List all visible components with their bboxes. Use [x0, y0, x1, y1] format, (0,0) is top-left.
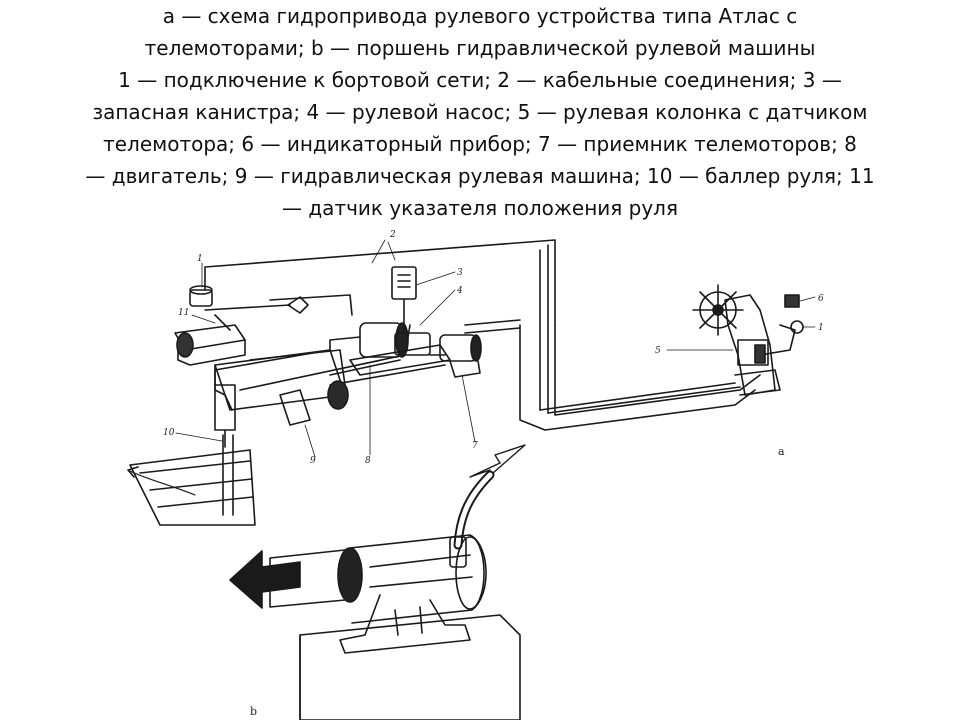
label-4: 4: [456, 286, 463, 296]
part-labels: 1 2 3 4 11 5 6 1 9 8 7 10 a b: [163, 230, 824, 718]
label-11: 11: [178, 308, 189, 318]
direction-arrow-hollow: [469, 444, 526, 481]
steering-column: [692, 284, 804, 396]
panel-label-a: a: [778, 445, 785, 458]
label-6: 6: [818, 294, 824, 304]
label-1-top: 1: [197, 254, 203, 264]
hydraulic-ram: [269, 470, 521, 720]
caption-line: 1 — подключение к бортовой сети; 2 — каб…: [118, 68, 842, 92]
caption-line: телемоторами; b — поршень гидравлической…: [144, 36, 816, 60]
label-9: 9: [310, 456, 316, 466]
label-10: 10: [163, 428, 175, 438]
figure-caption: a — схема гидропривода рулевого устройст…: [40, 0, 920, 224]
panel-label-b: b: [250, 705, 257, 718]
telemotor-receiver: [429, 334, 482, 378]
leader-lines: [175, 239, 816, 458]
caption-line: телемотора; 6 — индикаторный прибор; 7 —…: [103, 132, 857, 156]
caption-line: a — схема гидропривода рулевого устройст…: [162, 4, 798, 28]
label-7: 7: [472, 441, 478, 451]
label-8: 8: [365, 456, 371, 466]
label-2: 2: [389, 230, 396, 240]
caption-line: — двигатель; 9 — гидравлическая рулевая …: [85, 164, 875, 188]
rudder-sensor-unit: [174, 285, 246, 366]
caption-line: запасная канистра; 4 — рулевой насос; 5 …: [92, 100, 868, 124]
pump-motor-unit: [287, 266, 451, 376]
direction-arrow-solid: [229, 550, 301, 609]
caption-line: — датчик указателя положения руля: [282, 196, 678, 220]
steering-gear-diagram: 1 2 3 4 11 5 6 1 9 8 7 10 a b: [127, 230, 824, 720]
label-3: 3: [457, 268, 463, 278]
label-5: 5: [655, 346, 661, 356]
label-1-right: 1: [818, 323, 824, 333]
steering-ram-assembly: [214, 349, 349, 448]
rudder-blade: [127, 434, 256, 526]
